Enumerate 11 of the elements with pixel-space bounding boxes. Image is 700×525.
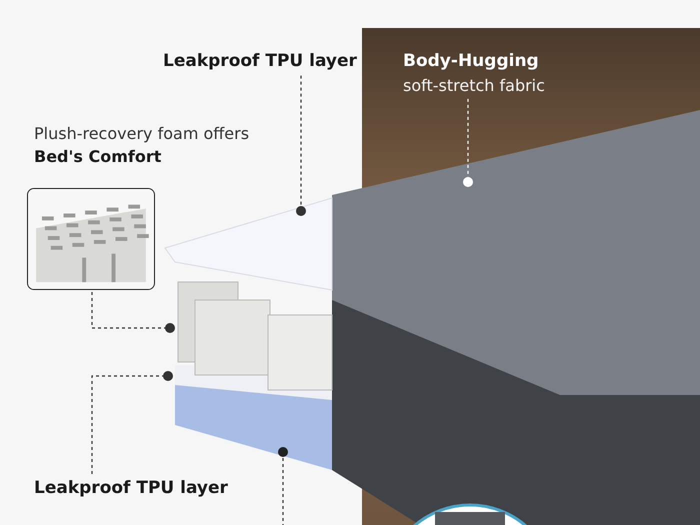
callout-text: Leakproof TPU layer [34, 477, 228, 500]
leader-line [463, 98, 473, 187]
leader-line [91, 292, 175, 333]
leader-line [91, 371, 173, 474]
callout-text: soft-stretch fabric [403, 74, 545, 97]
callout-text: Leakproof TPU layer [163, 50, 357, 73]
foam-closeup-picture [27, 188, 155, 290]
callout-heading: Body-Hugging [403, 50, 540, 73]
leader-line [296, 76, 306, 216]
callout-heading: Plush-recovery foam offers [34, 123, 250, 145]
callout-text: Bed's Comfort [34, 146, 162, 168]
